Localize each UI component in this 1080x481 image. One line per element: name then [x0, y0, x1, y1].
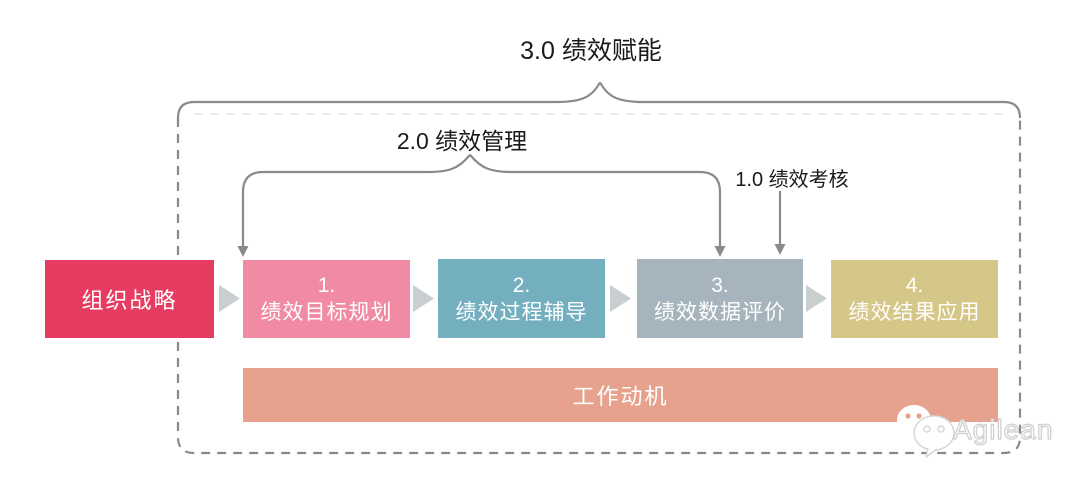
chat-bubbles-icon: [897, 405, 955, 458]
stage-label: 绩效结果应用: [848, 301, 981, 324]
motivation-bar: 工作动机: [243, 368, 998, 422]
enclosure-dashed-border: [176, 118, 1022, 455]
stage-label: 绩效过程辅导: [455, 300, 588, 324]
stage-box-1: 1. 绩效目标规划: [243, 260, 410, 338]
strategy-box: 组织战略: [45, 260, 214, 338]
level1-arrowhead-icon: [774, 244, 786, 255]
stage-number: 1.: [317, 274, 336, 297]
stage-label: 绩效数据评价: [654, 300, 786, 324]
agilean-logo: Agilean: [893, 398, 1063, 458]
agilean-logo-text: Agilean: [952, 413, 1054, 445]
flow-arrow-icon-1: [219, 285, 240, 312]
flow-arrow-icon-4: [806, 285, 827, 312]
level3-brace: [176, 81, 1022, 119]
level2-left-arrowhead-icon: [237, 246, 249, 257]
level2-title: 2.0 绩效管理: [396, 128, 528, 154]
strategy-label: 组织战略: [81, 288, 178, 313]
stage-box-4: 4. 绩效结果应用: [831, 260, 998, 338]
flow-arrow-icon-2: [413, 285, 434, 312]
stage-label: 绩效目标规划: [260, 301, 393, 324]
stage-box-3: 3. 绩效数据评价: [637, 259, 803, 338]
stage-number: 3.: [711, 273, 729, 297]
stage-number: 2.: [512, 273, 531, 297]
level3-title: 3.0 绩效赋能: [520, 37, 662, 65]
motivation-label: 工作动机: [572, 384, 669, 409]
stage-number: 4.: [905, 274, 924, 297]
flow-arrow-icon-3: [610, 285, 631, 312]
stage-box-2: 2. 绩效过程辅导: [438, 259, 605, 338]
level2-right-arrowhead-icon: [714, 246, 726, 257]
level1-title: 1.0 绩效考核: [735, 169, 849, 191]
level2-bracket: [241, 154, 722, 247]
